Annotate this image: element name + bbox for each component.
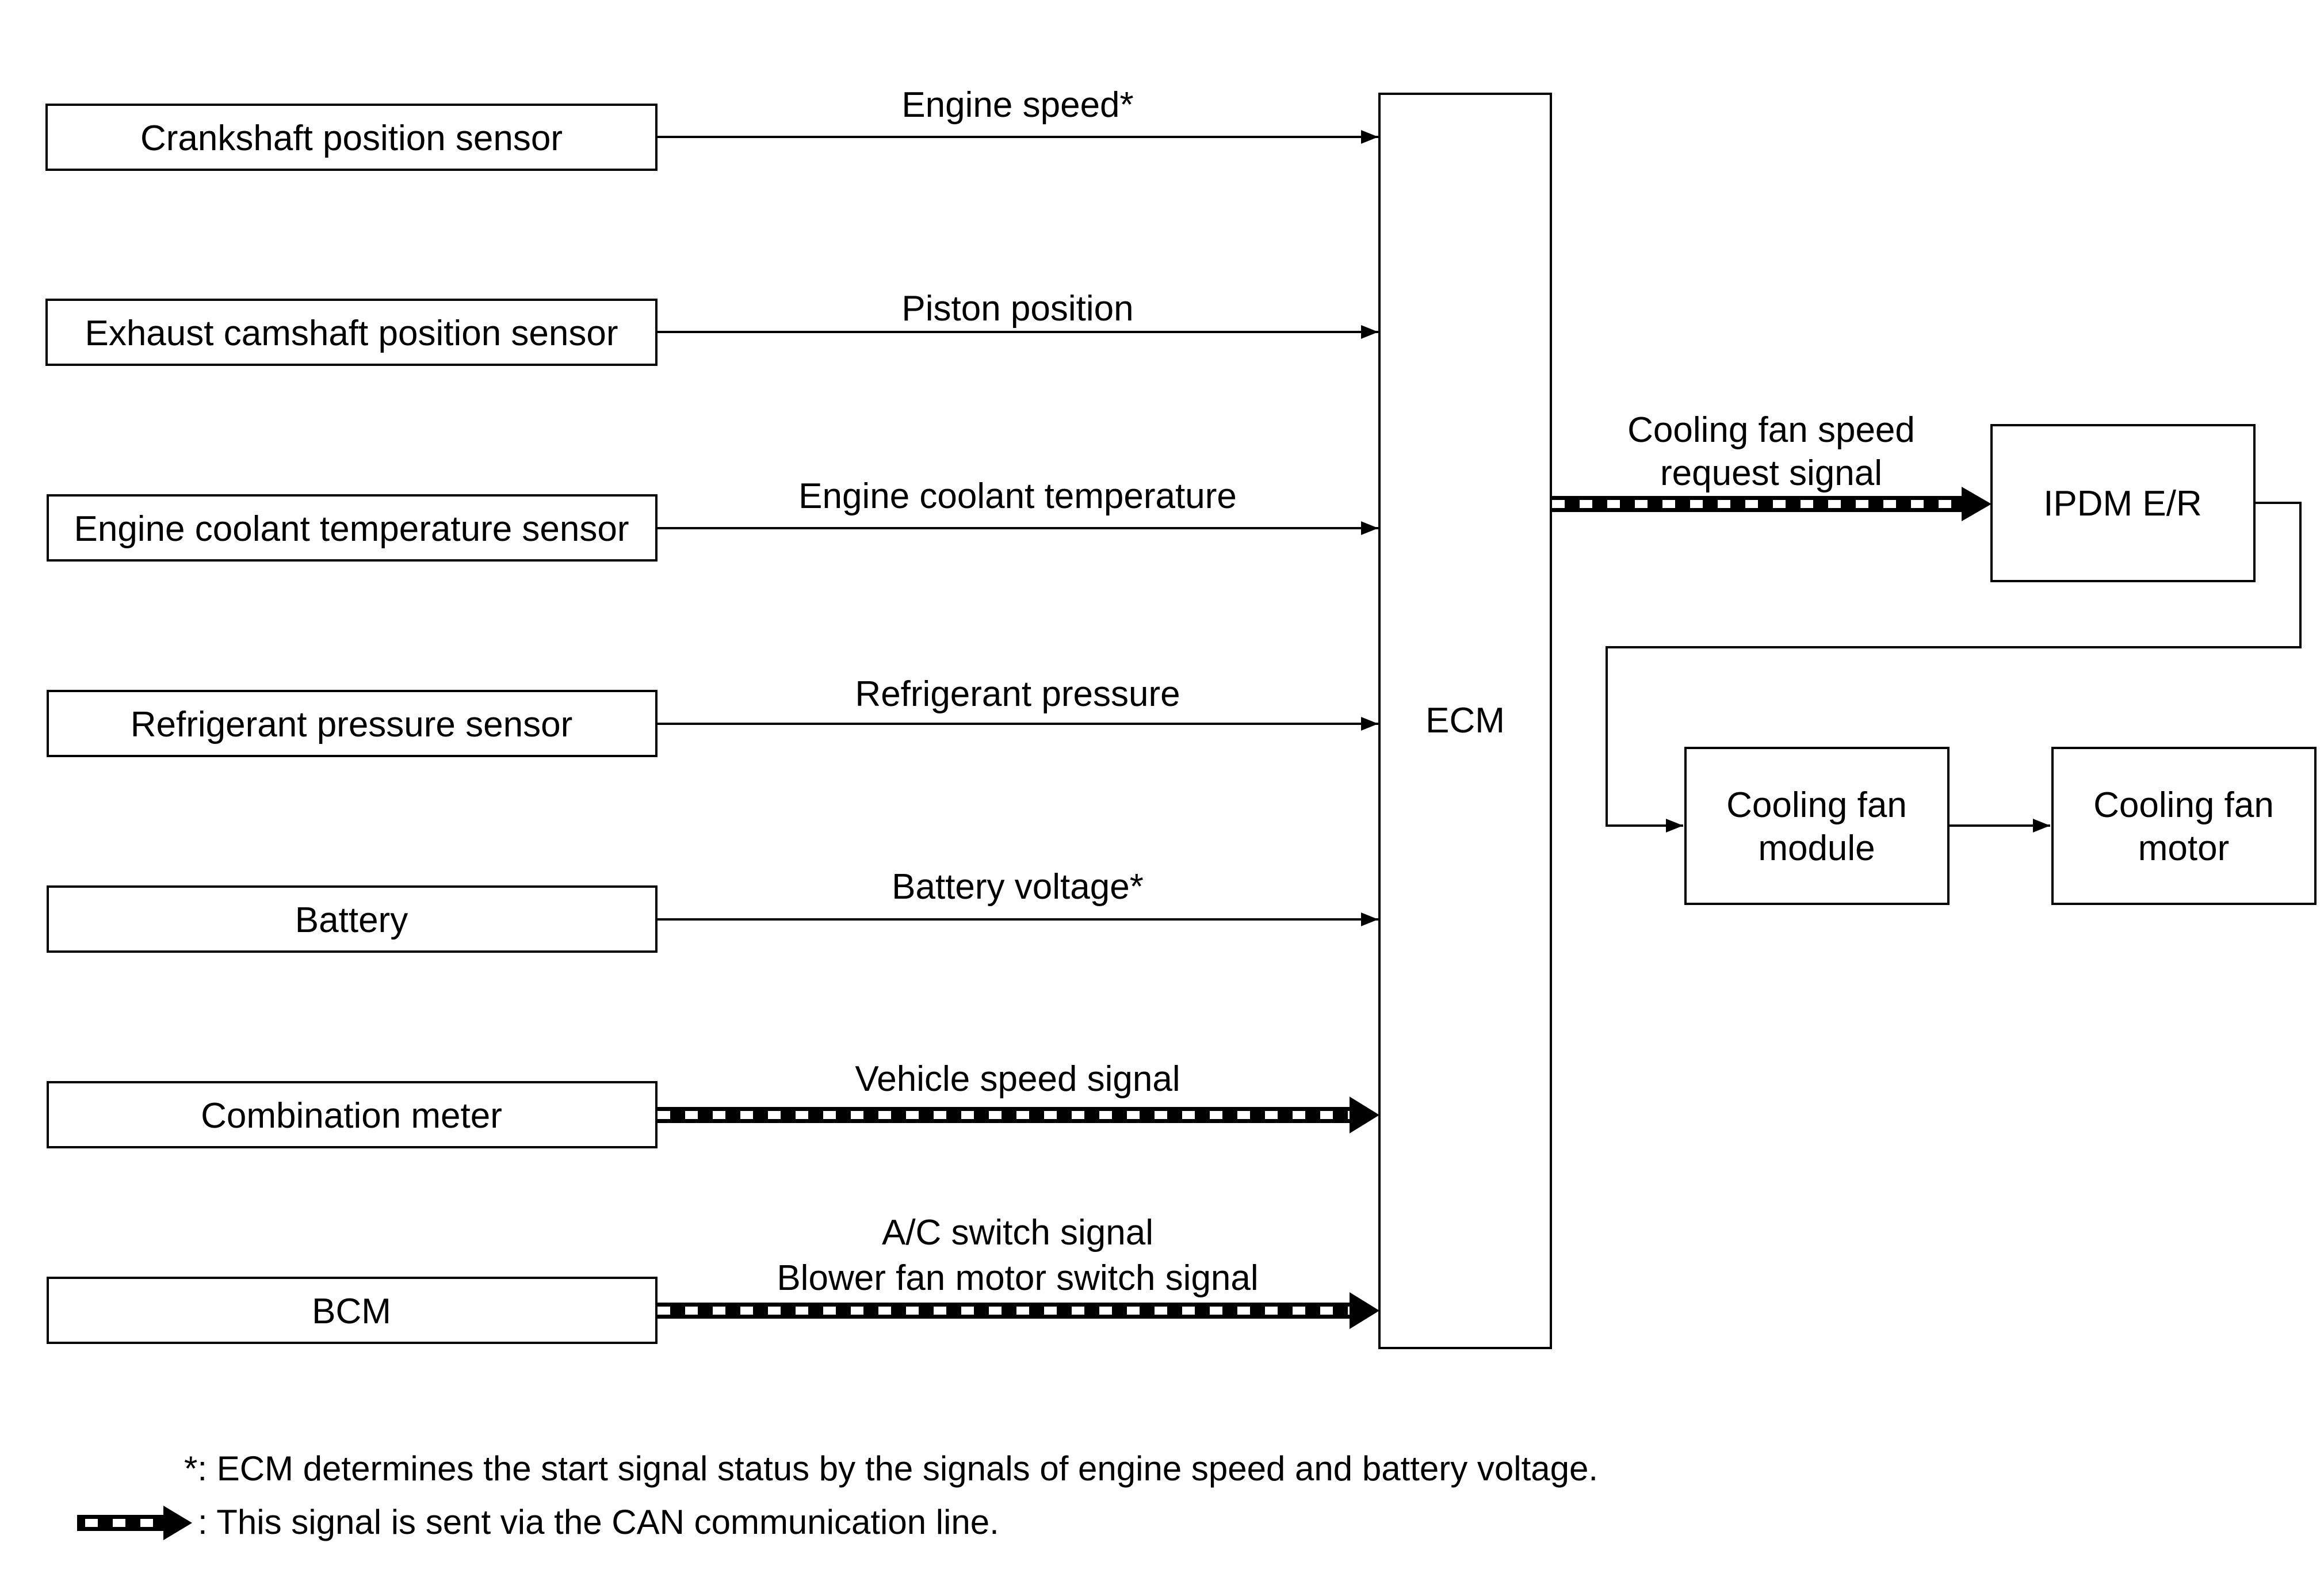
cooling-fan-motor-block: Cooling fan motor xyxy=(2051,747,2317,905)
cooling-fan-module-block: Cooling fan module xyxy=(1684,747,1950,905)
ipdm-er-block: IPDM E/R xyxy=(1990,424,2256,582)
can-signal-arrow xyxy=(658,1292,1379,1329)
can-legend-icon xyxy=(77,1506,192,1540)
source-label: Refrigerant pressure sensor xyxy=(131,705,572,744)
source-combination-meter: Combination meter Vehicle speed signal xyxy=(47,1059,1379,1148)
fan-module-label-line1: Cooling fan xyxy=(1726,785,1907,825)
signal-label: Engine coolant temperature xyxy=(798,476,1237,516)
signal-label: Vehicle speed signal xyxy=(855,1059,1180,1099)
ecm-block: ECM xyxy=(1378,93,1552,1349)
signal-label: Battery voltage* xyxy=(892,867,1144,907)
source-label: BCM xyxy=(312,1292,391,1331)
input-sources: Crankshaft position sensor Engine speed*… xyxy=(45,85,1379,1344)
source-label: Engine coolant temperature sensor xyxy=(74,509,629,549)
signal-label: A/C switch signal xyxy=(882,1213,1153,1253)
fan-motor-label-line1: Cooling fan xyxy=(2093,785,2274,825)
source-label: Combination meter xyxy=(201,1096,502,1136)
fan-motor-label-line2: motor xyxy=(2138,828,2229,868)
ecm-output-can-arrow xyxy=(1552,487,1992,521)
signal-label: Engine speed* xyxy=(901,85,1133,125)
asterisk-note: *: ECM determines the start signal statu… xyxy=(184,1449,1598,1488)
signal-label: Refrigerant pressure xyxy=(855,674,1180,714)
can-legend-text: : This signal is sent via the CAN commun… xyxy=(198,1503,999,1541)
source-engine-coolant-temperature-sensor: Engine coolant temperature sensor Engine… xyxy=(47,476,1378,562)
ipdm-label: IPDM E/R xyxy=(2043,484,2202,524)
source-bcm: BCM A/C switch signal Blower fan motor s… xyxy=(47,1213,1379,1344)
ipdm-to-fan-module-wire xyxy=(1606,502,2302,833)
signal-label: Piston position xyxy=(901,289,1133,329)
signal-label: Blower fan motor switch signal xyxy=(777,1258,1258,1298)
source-label: Battery xyxy=(295,900,408,940)
source-battery: Battery Battery voltage* xyxy=(47,867,1378,953)
ecm-output-label-line1: Cooling fan speed xyxy=(1627,410,1915,450)
fan-module-label-line2: module xyxy=(1758,828,1875,868)
legend: *: ECM determines the start signal statu… xyxy=(77,1449,1598,1541)
can-signal-arrow xyxy=(658,1097,1379,1133)
ecm-label: ECM xyxy=(1425,701,1505,740)
source-exhaust-camshaft-position-sensor: Exhaust camshaft position sensor Piston … xyxy=(45,289,1378,366)
source-crankshaft-position-sensor: Crankshaft position sensor Engine speed* xyxy=(45,85,1378,171)
source-label: Crankshaft position sensor xyxy=(140,119,563,158)
source-refrigerant-pressure-sensor: Refrigerant pressure sensor Refrigerant … xyxy=(47,674,1378,757)
ecm-output-label-line2: request signal xyxy=(1660,453,1882,493)
source-label: Exhaust camshaft position sensor xyxy=(85,314,618,353)
